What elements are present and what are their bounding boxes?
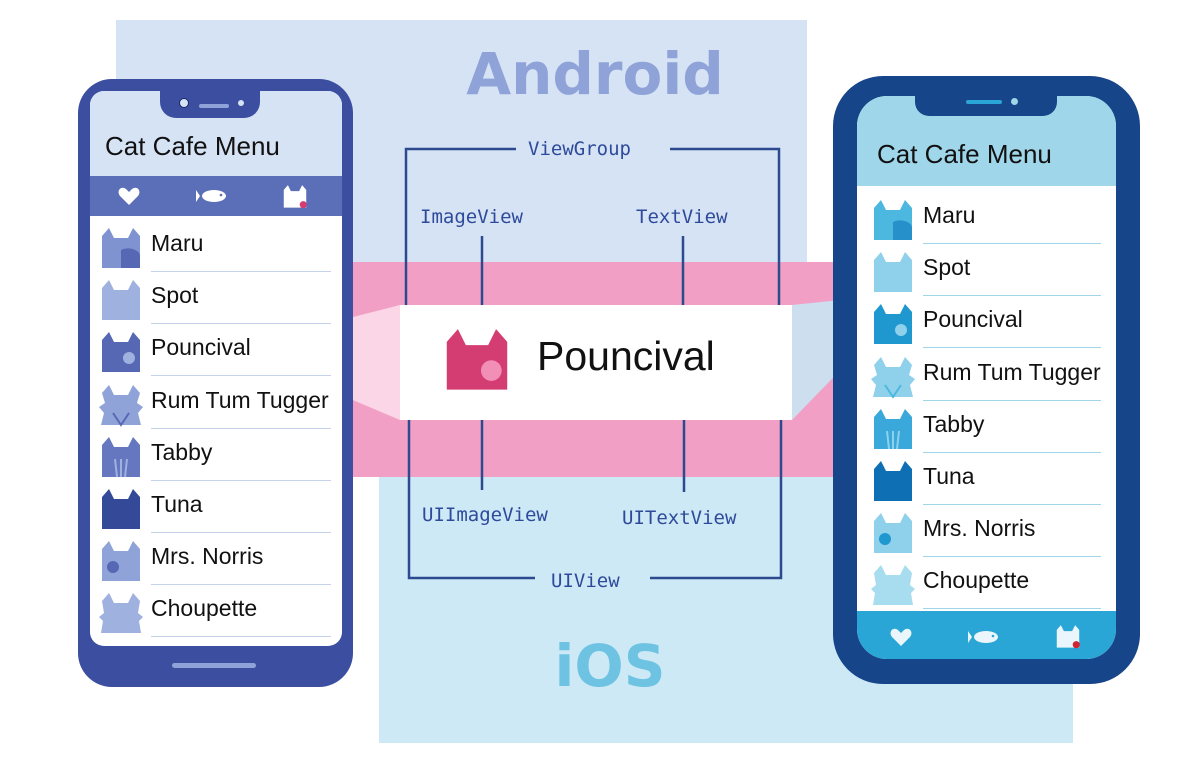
cat-name: Rum Tum Tugger bbox=[923, 358, 1101, 385]
row-divider bbox=[151, 375, 331, 377]
uiimageview-label: UIImageView bbox=[422, 504, 548, 526]
cat-name: Tabby bbox=[923, 410, 985, 437]
cat-avatar-icon bbox=[874, 513, 912, 554]
uiview-bracket bbox=[407, 420, 783, 580]
row-divider bbox=[923, 556, 1101, 558]
uitextview-label: UITextView bbox=[622, 507, 737, 529]
row-divider bbox=[923, 399, 1101, 401]
cat-name: Tuna bbox=[923, 463, 975, 489]
row-divider bbox=[923, 504, 1101, 505]
cat-name: Maru bbox=[151, 230, 204, 256]
ios-list-item[interactable]: Tuna bbox=[871, 459, 1105, 511]
cat-avatar-icon bbox=[874, 252, 912, 293]
ios-list-item[interactable]: Pouncival bbox=[871, 302, 1105, 354]
cat-avatar-icon bbox=[99, 593, 143, 634]
pink-cat-icon bbox=[446, 329, 508, 390]
android-notch bbox=[160, 88, 260, 118]
android-list-item[interactable]: Tuna bbox=[99, 487, 335, 539]
cat-avatar-icon bbox=[102, 228, 140, 268]
cat-avatar-icon bbox=[102, 332, 140, 373]
android-list-item[interactable]: Rum Tum Tugger bbox=[99, 383, 335, 435]
cat-name: Pouncival bbox=[151, 334, 251, 361]
android-sensor bbox=[238, 100, 244, 106]
cat-name: Spot bbox=[151, 282, 199, 309]
heart-icon[interactable] bbox=[890, 627, 912, 647]
android-list-item[interactable]: Spot bbox=[99, 278, 335, 330]
ios-list-item[interactable]: Choupette bbox=[871, 563, 1105, 615]
android-label: Android bbox=[466, 40, 724, 108]
cat-avatar-icon bbox=[874, 461, 912, 501]
uiview-label: UIView bbox=[551, 570, 620, 592]
cat-icon[interactable] bbox=[282, 184, 308, 210]
android-list-item[interactable]: Tabby bbox=[99, 435, 335, 487]
row-divider bbox=[923, 347, 1101, 349]
row-divider bbox=[923, 451, 1101, 453]
cat-name: Mrs. Norris bbox=[151, 543, 264, 570]
fish-icon[interactable] bbox=[196, 188, 232, 204]
cat-name: Spot bbox=[923, 254, 971, 281]
cat-avatar-icon bbox=[102, 280, 140, 321]
android-highlight-funnel bbox=[341, 305, 400, 420]
android-camera bbox=[179, 98, 189, 108]
cat-avatar-icon bbox=[871, 565, 915, 606]
cat-avatar-icon bbox=[874, 408, 912, 449]
ios-list-item[interactable]: Rum Tum Tugger bbox=[871, 355, 1105, 407]
viewgroup-bracket bbox=[404, 147, 781, 305]
android-list-item[interactable]: Pouncival bbox=[99, 330, 335, 382]
android-list-item[interactable]: Maru bbox=[99, 226, 335, 278]
cat-avatar-icon bbox=[102, 541, 140, 582]
cat-avatar-icon bbox=[102, 489, 140, 529]
ios-list-item[interactable]: Maru bbox=[871, 198, 1105, 250]
row-divider bbox=[923, 608, 1101, 610]
cat-avatar-icon bbox=[102, 436, 140, 477]
android-home-bar[interactable] bbox=[172, 663, 256, 668]
row-divider bbox=[151, 427, 331, 429]
ios-list-item[interactable]: Tabby bbox=[871, 407, 1105, 459]
cat-avatar-icon bbox=[874, 304, 912, 345]
ios-label: iOS bbox=[554, 632, 666, 700]
android-list-item[interactable]: Mrs. Norris bbox=[99, 539, 335, 591]
cat-name: Choupette bbox=[923, 567, 1030, 594]
android-title: Cat Cafe Menu bbox=[105, 131, 280, 161]
cat-avatar-icon bbox=[871, 356, 915, 399]
android-list-item[interactable]: Choupette bbox=[99, 591, 335, 643]
center-cat-name: Pouncival bbox=[537, 333, 715, 379]
cat-avatar-icon bbox=[99, 384, 143, 427]
row-divider bbox=[151, 479, 331, 481]
cat-name: Maru bbox=[923, 202, 976, 228]
row-divider bbox=[151, 323, 331, 325]
ios-speaker bbox=[966, 100, 1002, 104]
row-divider bbox=[923, 295, 1101, 297]
viewgroup-label: ViewGroup bbox=[528, 138, 631, 160]
cat-name: Mrs. Norris bbox=[923, 515, 1036, 542]
fish-icon[interactable] bbox=[968, 629, 1004, 645]
android-speaker bbox=[199, 104, 229, 108]
cat-name: Rum Tum Tugger bbox=[151, 386, 329, 413]
ios-list-item[interactable]: Spot bbox=[871, 250, 1105, 302]
ios-camera bbox=[1011, 98, 1018, 105]
row-divider bbox=[923, 243, 1101, 244]
row-divider bbox=[151, 636, 331, 638]
cat-icon[interactable] bbox=[1055, 624, 1081, 650]
cat-avatar-icon bbox=[874, 200, 912, 240]
cat-name: Choupette bbox=[151, 595, 258, 622]
cat-name: Tuna bbox=[151, 491, 203, 517]
imageview-label: ImageView bbox=[420, 206, 523, 228]
row-divider bbox=[151, 271, 331, 272]
cat-name: Tabby bbox=[151, 438, 213, 465]
ios-title: Cat Cafe Menu bbox=[877, 139, 1052, 169]
heart-icon[interactable] bbox=[118, 186, 140, 206]
cat-name: Pouncival bbox=[923, 306, 1023, 333]
row-divider bbox=[151, 584, 331, 586]
ios-notch bbox=[915, 94, 1057, 116]
row-divider bbox=[151, 532, 331, 533]
ios-list-item[interactable]: Mrs. Norris bbox=[871, 511, 1105, 563]
textview-label: TextView bbox=[636, 206, 728, 228]
